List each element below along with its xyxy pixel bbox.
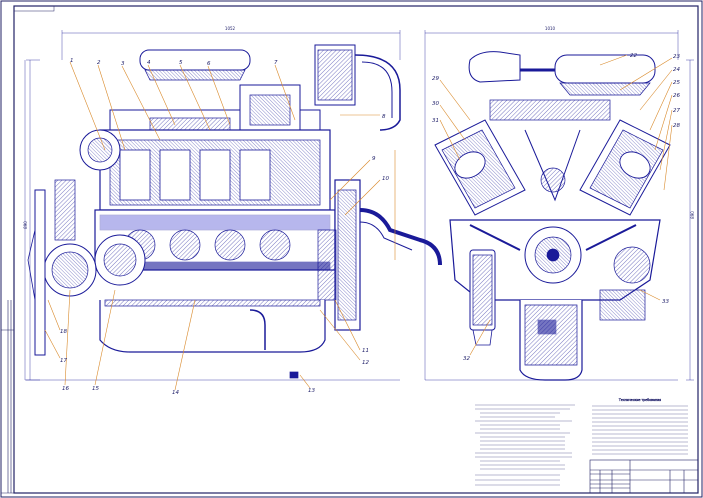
tech-requirements-title: Технические требования [618,398,661,402]
callout-10: 10 [382,176,389,182]
callout-13: 13 [308,388,315,394]
callout-14: 14 [172,390,179,396]
callout-7: 7 [274,60,278,66]
left-leader-lines [44,61,396,391]
title-block [589,459,699,494]
callout-17: 17 [60,358,67,364]
callout-6: 6 [207,61,211,67]
top-left-stamp [13,5,55,12]
inner-frame [13,5,699,494]
callout-28: 28 [673,123,680,129]
dimension-right-height: 890 [690,211,695,219]
callout-16: 16 [62,386,69,392]
callout-9: 9 [372,156,376,162]
right-leader-lines [439,54,673,356]
callout-33: 33 [662,299,669,305]
right-callouts: 22 23 24 25 26 27 28 29 30 31 32 33 [432,53,680,362]
callout-8: 8 [382,114,386,120]
dimension-left-height: 890 [23,221,28,229]
front-section-view [424,30,694,381]
callout-25: 25 [673,80,680,86]
callout-12: 12 [362,360,369,366]
callout-32: 32 [463,356,470,362]
callout-3: 3 [121,61,125,67]
side-section-view [24,30,442,381]
callout-22: 22 [630,53,637,59]
binding-strip [0,329,15,494]
dimension-right-overall: 1010 [545,26,556,31]
callout-5: 5 [179,60,183,66]
callout-15: 15 [92,386,99,392]
callout-24: 24 [673,67,680,73]
tech-requirements-block: Технические требования [592,398,688,455]
tech-spec-block [475,404,575,486]
left-callouts: 1 2 3 4 5 6 7 8 9 10 11 12 13 14 15 16 1… [60,58,389,396]
callout-4: 4 [147,60,151,66]
callout-29: 29 [432,76,439,82]
callout-2: 2 [97,60,101,66]
callout-11: 11 [362,348,369,354]
callout-18: 18 [60,329,67,335]
callout-23: 23 [673,54,680,60]
callout-27: 27 [673,108,680,114]
callout-1: 1 [70,58,74,64]
callout-30: 30 [432,101,439,107]
dimension-left-overall: 1052 [225,26,236,31]
callout-26: 26 [673,93,680,99]
callout-31: 31 [432,118,439,124]
